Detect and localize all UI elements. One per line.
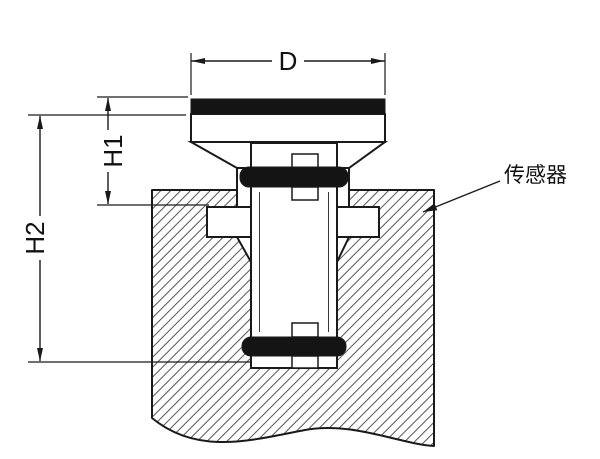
sensor-cap-body [190,113,386,143]
o-ring-top [239,166,349,188]
leader-line [422,180,501,213]
o-ring-bottom [241,336,347,357]
backup-ring-top-upper [291,153,319,169]
dimension-d: D [190,46,386,95]
dimension-arrow [371,58,385,64]
dimension-d-label: D [279,46,298,76]
backup-ring-bottom-lower [291,355,319,369]
sensor-assembly [187,98,389,369]
sensor-cap-top [190,98,386,115]
dimension-arrow [37,348,43,362]
dimension-h2-label: H2 [20,221,50,254]
backup-ring-top-lower [291,186,319,201]
dimension-arrow [191,58,205,64]
dimension-arrow [105,191,111,205]
dimension-arrow [105,97,111,111]
backup-ring-bottom-upper [291,322,319,338]
dimension-h1-label: H1 [98,134,128,167]
dimension-h2: H2 [20,114,250,363]
dimension-h1: H1 [97,96,209,206]
dimension-arrow [37,115,43,129]
sensor-callout: 传感器 [422,164,567,213]
sensor-callout-label: 传感器 [504,164,567,187]
